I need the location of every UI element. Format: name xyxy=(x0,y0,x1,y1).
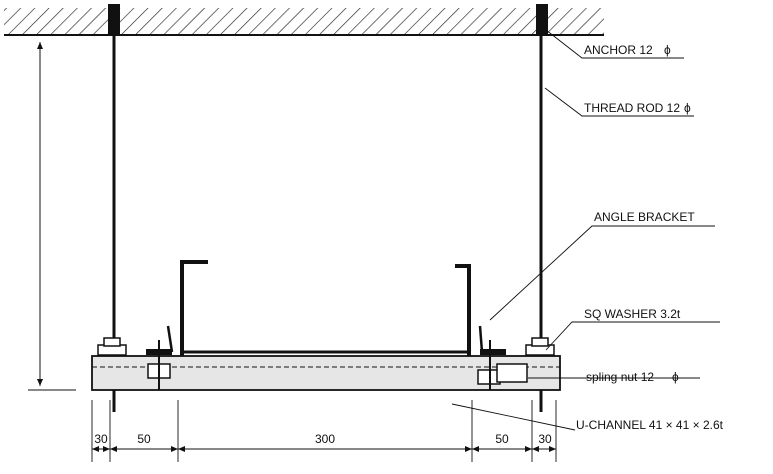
label-u-channel: U-CHANNEL 41 × 41 × 2.6t xyxy=(576,418,724,432)
anchor-right xyxy=(536,4,548,34)
ceiling-slab xyxy=(4,8,604,36)
angle-bracket-left xyxy=(180,260,208,356)
label-angle-bracket: ANGLE BRACKET xyxy=(594,210,695,224)
washer-left xyxy=(97,337,127,356)
anchor-left xyxy=(108,4,120,34)
svg-text:spling nut 12: spling nut 12 xyxy=(586,370,654,384)
leader-lines xyxy=(451,29,720,431)
label-sq-washer: SQ WASHER 3.2t xyxy=(584,307,681,321)
label-anchor: ANCHOR 12 ϕ xyxy=(584,43,671,57)
svg-text:THREAD ROD 12: THREAD ROD 12 xyxy=(584,101,680,115)
diameter-icon: ϕ xyxy=(664,43,671,57)
diameter-icon: ϕ xyxy=(684,101,691,115)
dimension-30-right: 30 xyxy=(538,432,552,446)
diameter-icon: ϕ xyxy=(672,370,679,384)
label-spring-nut: spling nut 12 ϕ xyxy=(586,370,679,384)
angle-bracket-right xyxy=(455,264,471,356)
label-thread-rod: THREAD ROD 12 ϕ xyxy=(584,101,691,115)
vertical-dimension xyxy=(28,42,76,391)
dimension-50-right: 50 xyxy=(495,432,509,446)
dimension-30-left: 30 xyxy=(94,432,108,446)
washer-right xyxy=(525,337,555,356)
bolt-right xyxy=(477,325,506,390)
bolt-left xyxy=(146,325,174,390)
horizontal-dimensions xyxy=(91,400,557,462)
dimension-50-left: 50 xyxy=(137,432,151,446)
dimension-300: 300 xyxy=(315,432,335,446)
svg-text:ANCHOR 12: ANCHOR 12 xyxy=(584,43,653,57)
spring-nut-right xyxy=(496,363,528,383)
